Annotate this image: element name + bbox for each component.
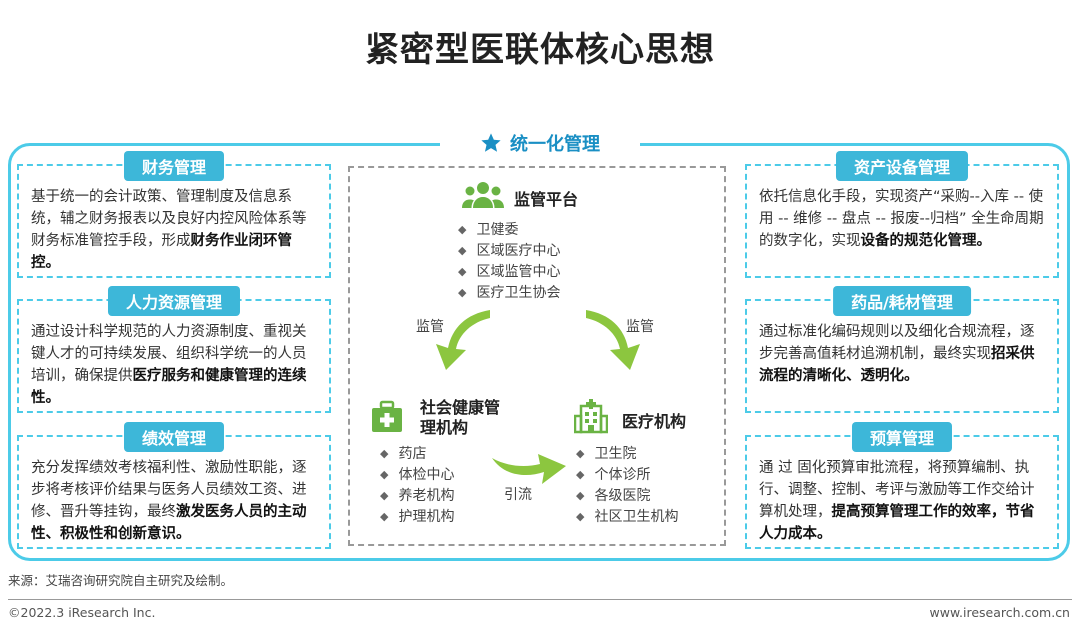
box-text: 通过标准化编码规则以及细化合规流程，逐步完善高值耗材追溯机制，最终实现招采供流程…	[759, 324, 1035, 384]
box-tag: 药品/耗材管理	[833, 286, 971, 316]
medical-list: 卫生院 个体诊所 各级医院 社区卫生机构	[576, 444, 678, 528]
list-item: 社区卫生机构	[576, 507, 678, 528]
arrow-right-icon	[586, 310, 640, 370]
box-tag: 资产设备管理	[835, 151, 969, 181]
box-tag: 财务管理	[123, 151, 225, 181]
box-text: 充分发挥绩效考核福利性、激励性职能，逐步将考核评价结果与医务人员绩效工资、进修、…	[31, 460, 307, 542]
banner-title: 统一化管理	[510, 134, 600, 155]
node-title-social: 社会健康管理机构	[420, 398, 501, 437]
box-text: 通过设计科学规范的人力资源制度、重视关键人才的可持续发展、组织科学统一的人员培训…	[31, 324, 307, 406]
group-icon	[462, 182, 504, 208]
medical-kit-icon	[372, 400, 402, 432]
list-item: 卫生院	[576, 444, 678, 465]
node-title-platform: 监管平台	[514, 190, 579, 209]
divider	[8, 599, 1072, 600]
list-item: 体检中心	[380, 465, 454, 486]
list-item: 区域监管中心	[458, 262, 560, 283]
box-text: 依托信息化手段，实现资产“采购--入库 -- 使用 -- 维修 -- 盘点 --…	[759, 189, 1044, 249]
source-note: 来源：艾瑞咨询研究院自主研究及绘制。	[8, 573, 234, 588]
arrow-label-bottom: 引流	[504, 487, 532, 503]
list-item: 药店	[380, 444, 454, 465]
arrow-label-right: 监管	[626, 319, 654, 335]
arrow-bottom-icon	[492, 454, 566, 484]
box-tag: 预算管理	[851, 422, 953, 452]
box-budget: 预算管理 通 过 固化预算审批流程，将预算编制、执行、调整、控制、考评与激励等工…	[745, 422, 1059, 549]
box-tag: 人力资源管理	[107, 286, 241, 316]
footer-copyright: ©2022.3 iResearch Inc.	[8, 605, 156, 620]
box-tag: 绩效管理	[123, 422, 225, 452]
arrow-label-left: 监管	[416, 319, 444, 335]
social-list: 药店 体检中心 养老机构 护理机构	[380, 444, 454, 528]
list-item: 医疗卫生协会	[458, 283, 560, 304]
platform-list: 卫健委 区域医疗中心 区域监管中心 医疗卫生协会	[458, 220, 560, 304]
hospital-icon	[574, 399, 608, 434]
list-item: 区域医疗中心	[458, 241, 560, 262]
list-item: 个体诊所	[576, 465, 678, 486]
box-performance: 绩效管理 充分发挥绩效考核福利性、激励性职能，逐步将考核评价结果与医务人员绩效工…	[17, 422, 331, 549]
footer-website: www.iresearch.com.cn	[929, 605, 1071, 620]
list-item: 养老机构	[380, 486, 454, 507]
list-item: 卫健委	[458, 220, 560, 241]
box-hr: 人力资源管理 通过设计科学规范的人力资源制度、重视关键人才的可持续发展、组织科学…	[17, 286, 331, 413]
box-finance: 财务管理 基于统一的会计政策、管理制度及信息系统，辅之财务报表以及良好内控风险体…	[17, 151, 331, 278]
list-item: 各级医院	[576, 486, 678, 507]
box-asset: 资产设备管理 依托信息化手段，实现资产“采购--入库 -- 使用 -- 维修 -…	[745, 151, 1059, 278]
banner: 统一化管理	[440, 128, 640, 158]
list-item: 护理机构	[380, 507, 454, 528]
center-diagram: 监管平台 卫健委 区域医疗中心 区域监管中心 医疗卫生协会 监管 监管 社会健康…	[348, 166, 726, 546]
page-title: 紧密型医联体核心思想	[365, 30, 715, 70]
arrow-left-icon	[436, 310, 490, 370]
star-icon	[481, 133, 501, 152]
box-text: 通 过 固化预算审批流程，将预算编制、执行、调整、控制、考评与激励等工作交给计算…	[759, 460, 1035, 542]
box-text: 基于统一的会计政策、管理制度及信息系统，辅之财务报表以及良好内控风险体系等财务标…	[31, 189, 307, 271]
box-drugs: 药品/耗材管理 通过标准化编码规则以及细化合规流程，逐步完善高值耗材追溯机制，最…	[745, 286, 1059, 413]
node-title-medical: 医疗机构	[622, 412, 687, 431]
